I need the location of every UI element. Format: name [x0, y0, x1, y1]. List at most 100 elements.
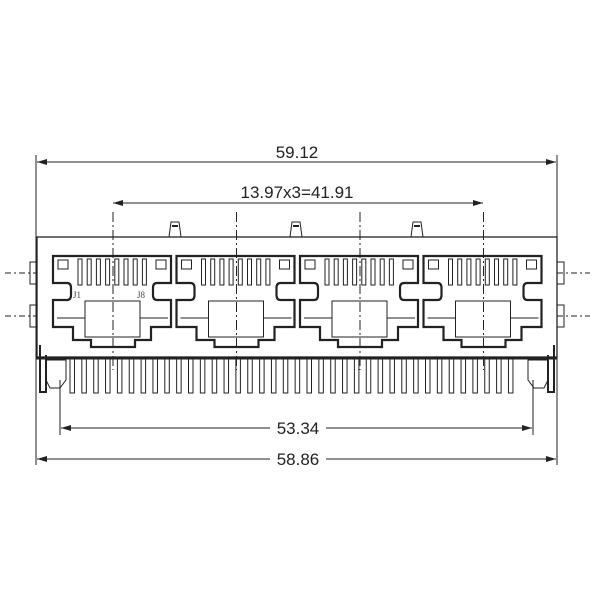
- contact-6: [123, 258, 129, 286]
- contact-4: [228, 258, 234, 286]
- pin: [318, 358, 324, 394]
- plug-cavity: [84, 300, 141, 338]
- left-pegs: [5, 261, 38, 328]
- contact-8: [388, 258, 394, 286]
- pin: [365, 358, 372, 394]
- left-boardlock: [45, 359, 67, 389]
- contact-5: [114, 258, 120, 286]
- rj45-port-4: [422, 212, 543, 370]
- right-boardlock: [527, 359, 549, 389]
- contact-2: [86, 258, 92, 286]
- contact-6: [494, 258, 499, 286]
- contact-7: [379, 258, 385, 286]
- pin: [247, 358, 253, 394]
- latch-window-right: [279, 259, 290, 270]
- contact-8: [141, 258, 147, 286]
- pin: [270, 358, 277, 394]
- latch-window-left: [428, 259, 439, 270]
- latch-window-right: [526, 259, 537, 270]
- pin: [188, 358, 194, 394]
- right-clip: [547, 345, 555, 393]
- pin: [211, 358, 218, 394]
- port-outline: [51, 254, 173, 349]
- pin: [152, 358, 158, 394]
- dim-port-pitch: 13.97x3=41.91: [241, 183, 354, 202]
- pin: [507, 358, 514, 394]
- contact-3: [466, 258, 472, 286]
- contact-2: [457, 258, 463, 286]
- dim-pin-span: 53.34: [277, 419, 320, 438]
- pin: [306, 358, 312, 394]
- contact-4: [475, 258, 481, 286]
- top-tab-1: [168, 221, 182, 238]
- pin: [235, 358, 241, 394]
- latch-window-left: [181, 259, 192, 270]
- pin: [223, 358, 230, 394]
- pin: [105, 358, 111, 394]
- contact-3: [219, 258, 225, 286]
- pin: [140, 358, 147, 394]
- pin: [436, 358, 443, 394]
- pin: [69, 358, 75, 394]
- pin: [342, 358, 348, 394]
- contact-5: [237, 258, 243, 286]
- contact-2: [333, 258, 339, 286]
- port-outline: [422, 254, 543, 349]
- rj45-port-2: [175, 212, 296, 370]
- port-label-j8: J8: [137, 290, 146, 300]
- contact-1: [201, 258, 206, 286]
- pin: [389, 358, 395, 394]
- rj45-port-1: [51, 212, 173, 370]
- latch-window-left: [57, 259, 69, 270]
- plug-cavity: [331, 300, 388, 338]
- pin: [176, 358, 182, 394]
- plug-cavity: [208, 300, 264, 338]
- contact-5: [361, 258, 367, 286]
- left-clip: [39, 345, 47, 393]
- pin: [484, 358, 490, 394]
- contact-2: [210, 258, 216, 286]
- contact-6: [370, 258, 376, 286]
- top-tab-2: [289, 221, 303, 238]
- port-outline: [298, 254, 420, 349]
- contact-1: [448, 258, 453, 286]
- contact-3: [342, 258, 348, 286]
- pin: [282, 358, 289, 394]
- pin: [413, 358, 419, 394]
- contact-8: [265, 258, 271, 286]
- contact-7: [256, 258, 262, 286]
- pin: [93, 358, 99, 394]
- contact-4: [352, 258, 358, 286]
- port-outline: [175, 254, 296, 349]
- pin: [116, 358, 123, 394]
- contact-6: [247, 258, 252, 286]
- pin: [330, 358, 336, 394]
- contact-7: [132, 258, 138, 286]
- pin: [377, 358, 384, 394]
- pin: [472, 358, 478, 394]
- contact-4: [105, 258, 111, 286]
- pin: [425, 358, 431, 394]
- rj45-port-3: [298, 212, 420, 370]
- plug-cavity: [455, 300, 511, 338]
- dim-overall-top: 59.12: [276, 143, 319, 162]
- pin: [199, 358, 206, 394]
- dim-overall-bottom: 58.86: [277, 450, 320, 469]
- pin: [496, 358, 502, 394]
- pin: [353, 358, 360, 394]
- pin: [81, 358, 87, 394]
- pin: [128, 358, 135, 394]
- port-label-j1: J1: [73, 290, 81, 300]
- contact-1: [77, 258, 83, 286]
- pin: [294, 358, 301, 394]
- pin: [448, 358, 455, 394]
- pin: [460, 358, 467, 394]
- latch-window-left: [304, 259, 316, 270]
- latch-window-right: [402, 259, 414, 270]
- contact-1: [324, 258, 330, 286]
- latch-window-right: [155, 259, 167, 270]
- pin: [259, 358, 265, 394]
- top-tab-3: [410, 221, 424, 238]
- contact-3: [95, 258, 101, 286]
